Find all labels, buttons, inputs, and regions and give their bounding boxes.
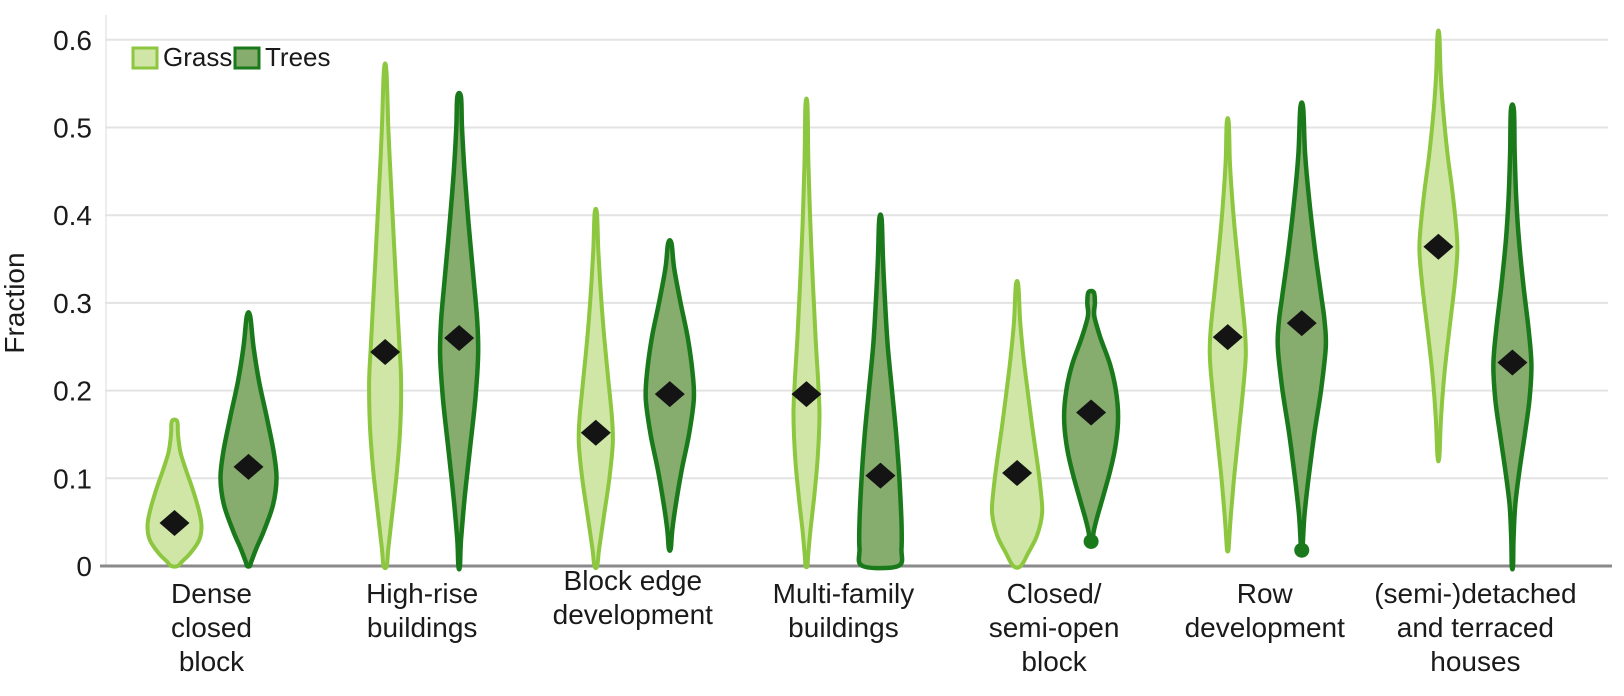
violin-grass-2 bbox=[367, 61, 404, 571]
violin-trees-4 bbox=[856, 212, 905, 571]
y-tick-label: 0.6 bbox=[53, 25, 92, 56]
legend-label-trees: Trees bbox=[265, 42, 331, 72]
mean-diamond bbox=[233, 453, 264, 480]
mean-diamond bbox=[1423, 233, 1454, 260]
x-category-label: semi-open bbox=[989, 612, 1120, 643]
y-tick-label: 0 bbox=[76, 551, 92, 582]
y-axis-title: Fraction bbox=[0, 252, 30, 353]
y-tick-label: 0.5 bbox=[53, 113, 92, 144]
x-category-label: block bbox=[1021, 646, 1087, 677]
legend-swatch-trees bbox=[233, 46, 261, 70]
mean-diamond bbox=[1497, 349, 1528, 376]
mean-diamond bbox=[580, 419, 611, 446]
x-category-label: Closed/ bbox=[1007, 578, 1102, 609]
x-category-label: block bbox=[179, 646, 245, 677]
mean-diamond bbox=[444, 324, 475, 351]
x-category-label: houses bbox=[1430, 646, 1520, 677]
x-category-label: High-rise bbox=[366, 578, 478, 609]
mean-diamond bbox=[654, 381, 685, 408]
mean-diamond bbox=[865, 462, 896, 489]
legend-label-grass: Grass bbox=[163, 42, 232, 72]
outlier-dot bbox=[1083, 533, 1099, 549]
x-category-label: Dense bbox=[171, 578, 252, 609]
x-category-label: buildings bbox=[788, 612, 899, 643]
outlier-dot bbox=[1294, 542, 1310, 558]
x-category-label: closed bbox=[171, 612, 252, 643]
mean-diamond bbox=[1076, 399, 1107, 426]
mean-diamond bbox=[791, 381, 822, 408]
violin-grass-5 bbox=[989, 278, 1045, 570]
x-category-label: Block edge bbox=[564, 565, 703, 596]
y-tick-label: 0.3 bbox=[53, 288, 92, 319]
y-tick-label: 0.4 bbox=[53, 200, 92, 231]
violin-trees-1 bbox=[218, 309, 279, 569]
violin-grass-1 bbox=[145, 417, 204, 569]
mean-diamond bbox=[159, 510, 190, 537]
x-category-label: and terraced bbox=[1397, 612, 1554, 643]
y-tick-label: 0.1 bbox=[53, 463, 92, 494]
mean-diamond bbox=[1286, 310, 1317, 337]
x-category-label: Multi-family bbox=[773, 578, 915, 609]
x-category-label: (semi-)detached bbox=[1374, 578, 1576, 609]
x-category-label: buildings bbox=[367, 612, 478, 643]
violin-trees-7 bbox=[1491, 102, 1534, 572]
x-category-label: development bbox=[1185, 612, 1346, 643]
violin-grass-3 bbox=[576, 206, 615, 571]
mean-diamond bbox=[370, 339, 401, 366]
x-category-label: development bbox=[553, 599, 714, 630]
mean-diamond bbox=[1212, 324, 1243, 351]
mean-diamond bbox=[1002, 460, 1033, 487]
violin-grass-4 bbox=[791, 96, 822, 570]
legend-swatch-grass bbox=[131, 46, 159, 70]
x-category-label: Row bbox=[1237, 578, 1294, 609]
y-tick-label: 0.2 bbox=[53, 376, 92, 407]
